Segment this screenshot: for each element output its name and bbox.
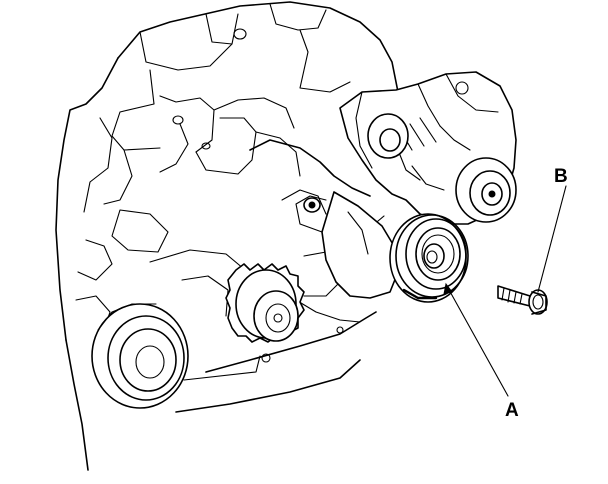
idler-bolt — [497, 285, 548, 315]
callout-b: B — [554, 166, 568, 187]
leader-arrow-a — [443, 282, 453, 295]
engine-block — [55, 1, 399, 471]
crankshaft-sprocket — [225, 263, 305, 343]
alternator — [339, 71, 517, 225]
leader-line-b — [537, 185, 567, 293]
crankshaft-pulley — [91, 303, 189, 409]
leader-lines — [443, 185, 567, 397]
leader-line-a — [447, 287, 509, 397]
idler-pulley — [295, 191, 469, 303]
callout-a: A — [505, 400, 519, 421]
